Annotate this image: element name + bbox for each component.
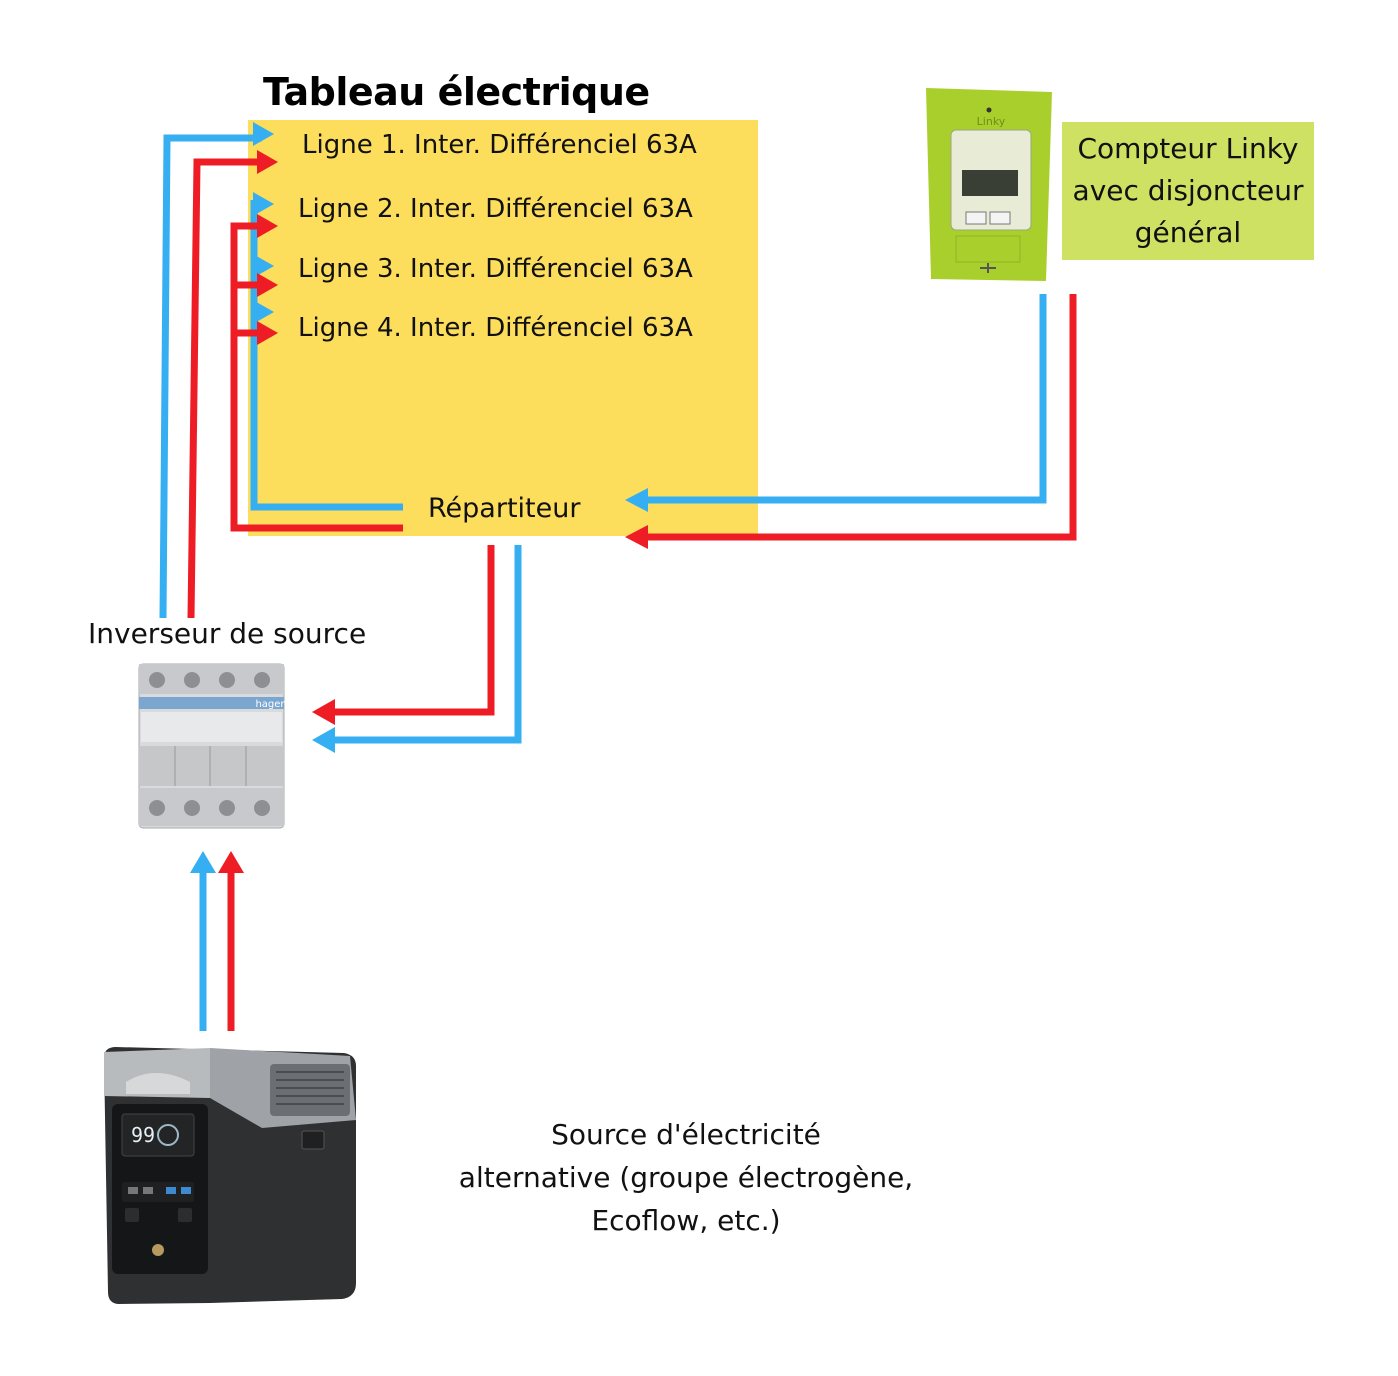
- arrow-phase-line1: [257, 150, 278, 174]
- neutral-wire-linky: [640, 294, 1047, 504]
- arrow-phase-line4: [257, 321, 278, 345]
- linky-label-line3: général: [1134, 216, 1242, 249]
- line-1-label: Ligne 1. Inter. Différenciel 63A: [302, 130, 697, 160]
- linky-label-line2: avec disjoncteur: [1072, 174, 1304, 207]
- phase-bus: [230, 222, 403, 532]
- phase-wire-linky: [640, 294, 1077, 541]
- linky-label-line1: Compteur Linky: [1077, 132, 1299, 165]
- arrow-neutral-line1: [253, 122, 274, 146]
- source-label-line3: Ecoflow, etc.): [591, 1204, 781, 1237]
- phase-wire-to-inverter: [330, 545, 495, 716]
- arrow-phase-line3: [257, 273, 278, 297]
- power-station: [104, 1047, 356, 1304]
- neutral-wire-to-inverter: [330, 545, 522, 744]
- arrow-phase-source: [218, 851, 244, 873]
- linky-label-box: Compteur Linky avec disjoncteur général: [1062, 122, 1314, 260]
- source-inverter-switch: [138, 663, 285, 829]
- electrical-panel: [248, 120, 758, 536]
- source-label-line1: Source d'électricité: [551, 1118, 821, 1151]
- power-station-display: 99: [131, 1123, 155, 1147]
- source-label-line2: alternative (groupe électrogène,: [458, 1161, 914, 1194]
- hager-brand-text: hager: [255, 699, 285, 710]
- line-4-label: Ligne 4. Inter. Différenciel 63A: [298, 313, 693, 343]
- line-2-label: Ligne 2. Inter. Différenciel 63A: [298, 194, 693, 224]
- linky-meter: [926, 88, 1052, 281]
- arrow-neutral-inverter: [312, 727, 335, 753]
- arrow-neutral-line2: [253, 192, 274, 216]
- panel-title: Tableau électrique: [263, 70, 650, 114]
- distributor-label: Répartiteur: [428, 493, 581, 524]
- phase-wire-to-line1: [187, 158, 262, 619]
- arrow-neutral-repartiteur: [625, 488, 648, 512]
- arrow-neutral-line3: [253, 254, 274, 278]
- arrow-phase-repartiteur: [625, 525, 648, 549]
- source-inverter-label: Inverseur de source: [88, 617, 367, 650]
- arrow-neutral-line4: [253, 300, 274, 324]
- arrow-phase-line2: [257, 214, 278, 238]
- neutral-bus: [250, 200, 403, 511]
- neutral-wire-to-line1: [159, 134, 262, 619]
- alternative-source-label: Source d'électricité alternative (groupe…: [436, 1113, 936, 1242]
- arrow-phase-inverter: [312, 699, 335, 725]
- arrow-neutral-source: [190, 851, 216, 873]
- line-3-label: Ligne 3. Inter. Différenciel 63A: [298, 254, 693, 284]
- linky-brand-text: Linky: [977, 115, 1006, 128]
